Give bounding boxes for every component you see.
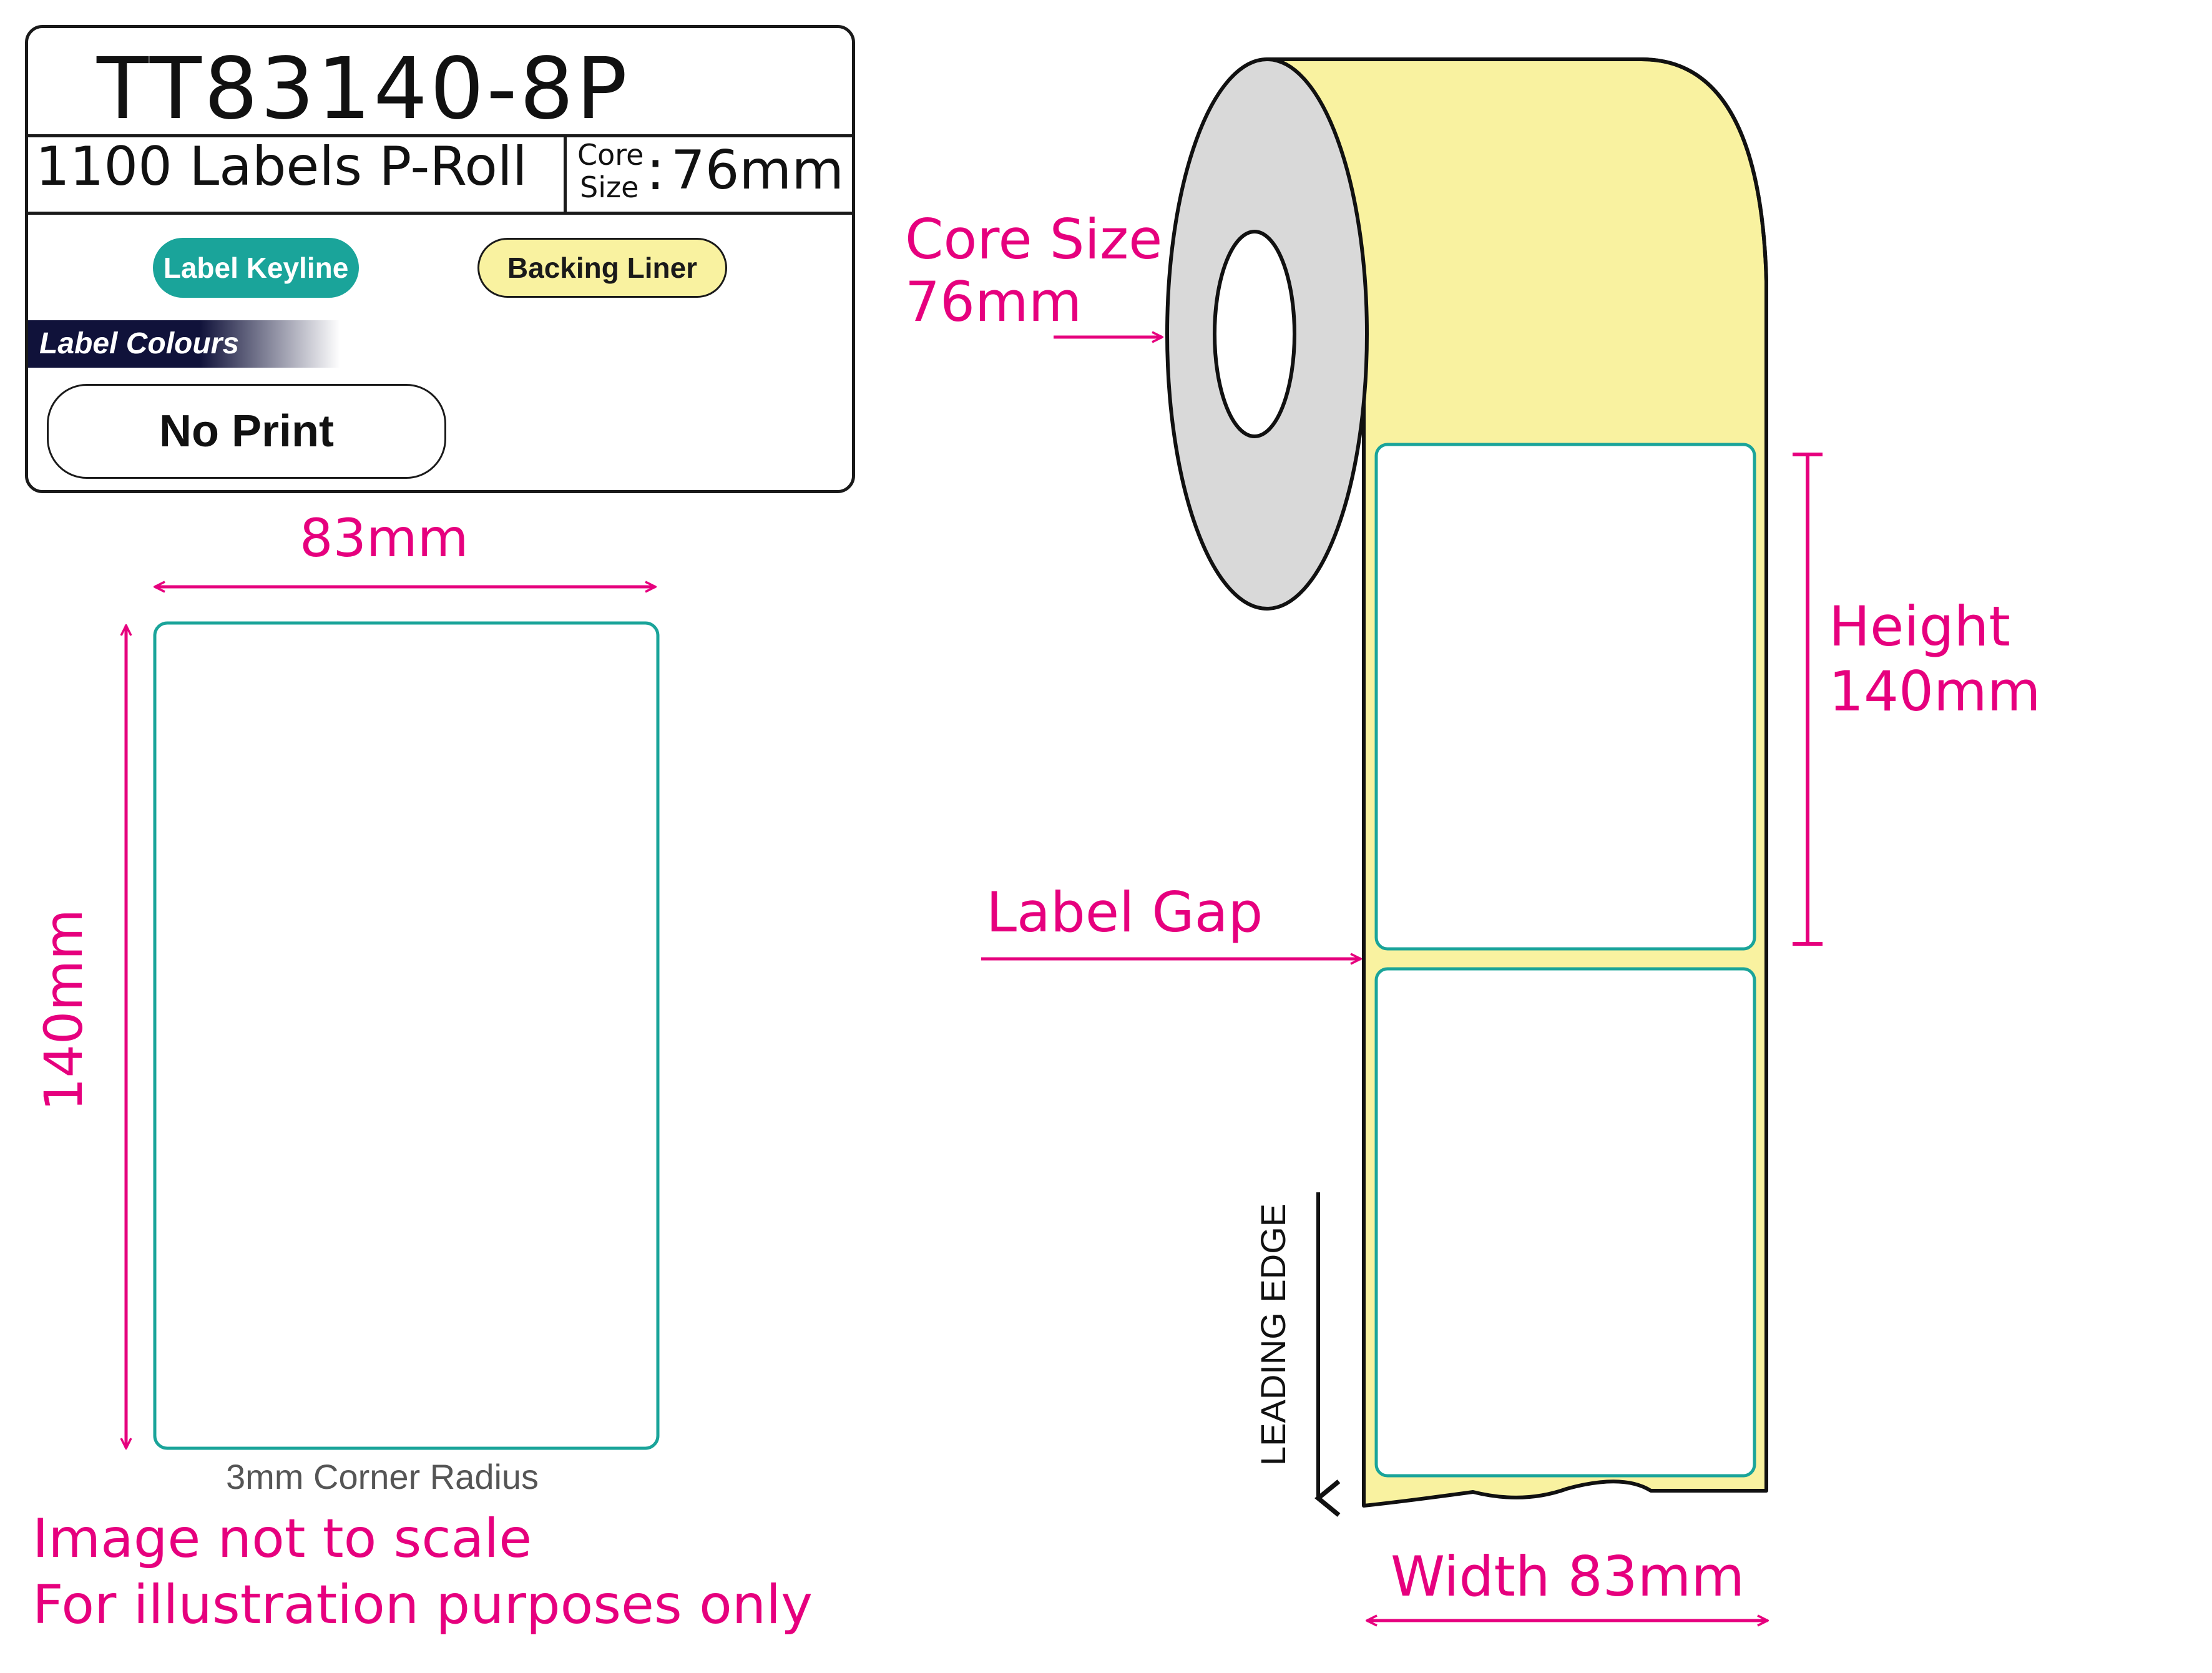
- core-size-value-label: 76mm: [905, 270, 1082, 334]
- leading-edge-label: LEADING EDGE: [1253, 1203, 1293, 1466]
- corner-radius-note: 3mm Corner Radius: [226, 1457, 539, 1496]
- core-size-label: Core Size: [905, 207, 1163, 272]
- divider: [28, 212, 852, 215]
- height-label: Height: [1829, 594, 2010, 659]
- colours-banner: [28, 320, 340, 368]
- divider: [564, 134, 567, 212]
- legend-liner-badge: Backing Liner: [477, 238, 727, 298]
- core-label-line2: Size: [580, 170, 639, 204]
- core-size-value: 76mm: [671, 139, 844, 202]
- core-label-line1: Core: [577, 138, 644, 172]
- label-gap-label: Label Gap: [986, 880, 1263, 944]
- legend-keyline-badge: Label Keyline: [153, 238, 359, 298]
- label-width-text: 83mm: [300, 508, 469, 569]
- print-option-box: No Print: [47, 384, 446, 479]
- roll-label-2: [1374, 967, 1756, 1478]
- roll-label-1: [1374, 443, 1756, 951]
- scale-note: Image not to scale: [32, 1508, 532, 1570]
- height-value-label: 140mm: [1829, 659, 2041, 724]
- core-separator: :: [646, 137, 665, 203]
- product-code: TT83140-8P: [97, 40, 630, 139]
- height-bracket: [1793, 453, 1823, 946]
- colours-heading: Label Colours: [39, 327, 240, 360]
- core-hole: [1213, 230, 1296, 438]
- info-card: TT83140-8P 1100 Labels P-Roll Core Size …: [25, 25, 855, 493]
- divider: [28, 134, 852, 137]
- illustration-note: For illustration purposes only: [32, 1574, 813, 1636]
- label-outline: [153, 621, 660, 1450]
- width-label: Width 83mm: [1391, 1544, 1745, 1609]
- labels-per-roll: 1100 Labels P-Roll: [36, 135, 527, 198]
- label-height-text: 140mm: [33, 909, 94, 1111]
